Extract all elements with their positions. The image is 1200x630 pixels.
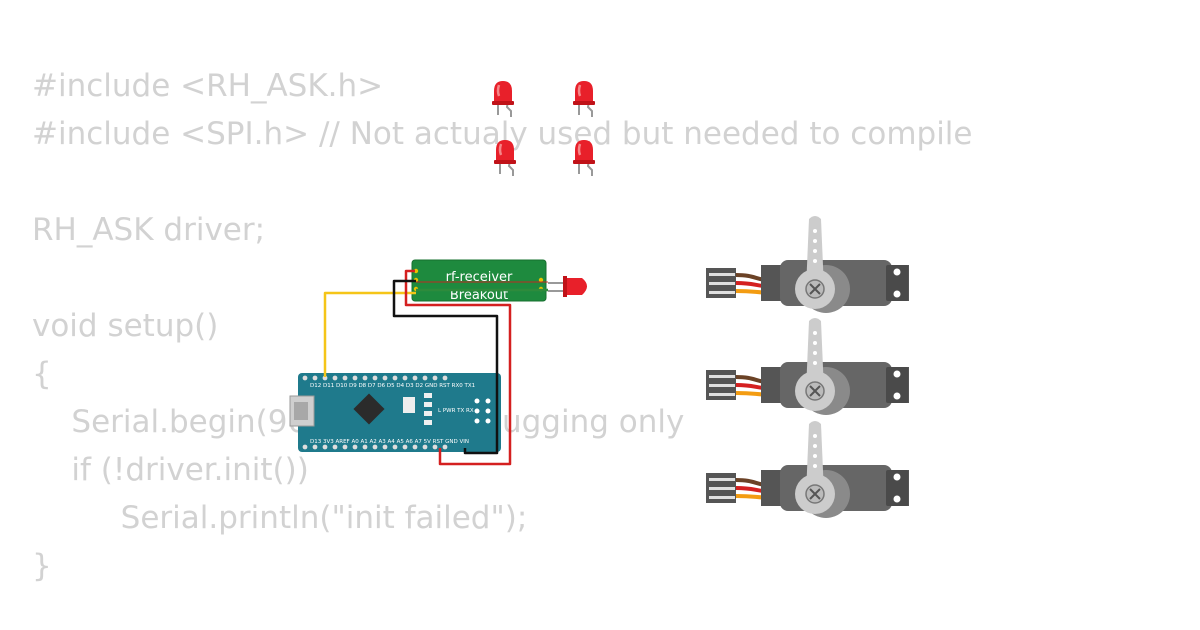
yellow-wire[interactable] xyxy=(323,291,416,377)
code-line: { xyxy=(32,356,52,392)
red-wire[interactable] xyxy=(404,269,512,466)
code-line: } xyxy=(32,548,52,584)
code-line: Serial.println("init failed"); xyxy=(32,500,528,536)
arduino-nano-icon[interactable]: D12 D11 D10 D9 D8 D7 D6 D5 D4 D3 D2 GND … xyxy=(289,373,501,452)
arduino-top-pin-labels: D12 D11 D10 D9 D8 D7 D6 D5 D4 D3 D2 GND … xyxy=(310,383,475,389)
code-line: if (!driver.init()) xyxy=(32,452,309,488)
led-icon[interactable] xyxy=(548,276,587,297)
led-icon[interactable] xyxy=(571,138,597,178)
servo-icon[interactable] xyxy=(704,214,911,315)
led-icon[interactable] xyxy=(492,138,518,178)
code-line: void setup() xyxy=(32,308,219,344)
led-icon[interactable] xyxy=(571,79,597,119)
arduino-side-labels: L PWR TX RX xyxy=(438,408,474,414)
servo-icon[interactable] xyxy=(704,316,911,417)
rf-label-bottom: Breakout xyxy=(450,288,508,303)
black-wire[interactable] xyxy=(392,279,499,455)
code-line: #include <RH_ASK.h> xyxy=(32,68,384,104)
code-line: RH_ASK driver; xyxy=(32,212,266,248)
servo-icon[interactable] xyxy=(704,419,911,520)
wires xyxy=(323,269,548,466)
led-icon[interactable] xyxy=(490,79,516,119)
code-line: #include <SPI.h> // Not actualy used but… xyxy=(32,116,973,152)
arduino-bottom-pin-labels: D13 3V3 AREF A0 A1 A2 A3 A4 A5 A6 A7 5V … xyxy=(310,439,469,445)
